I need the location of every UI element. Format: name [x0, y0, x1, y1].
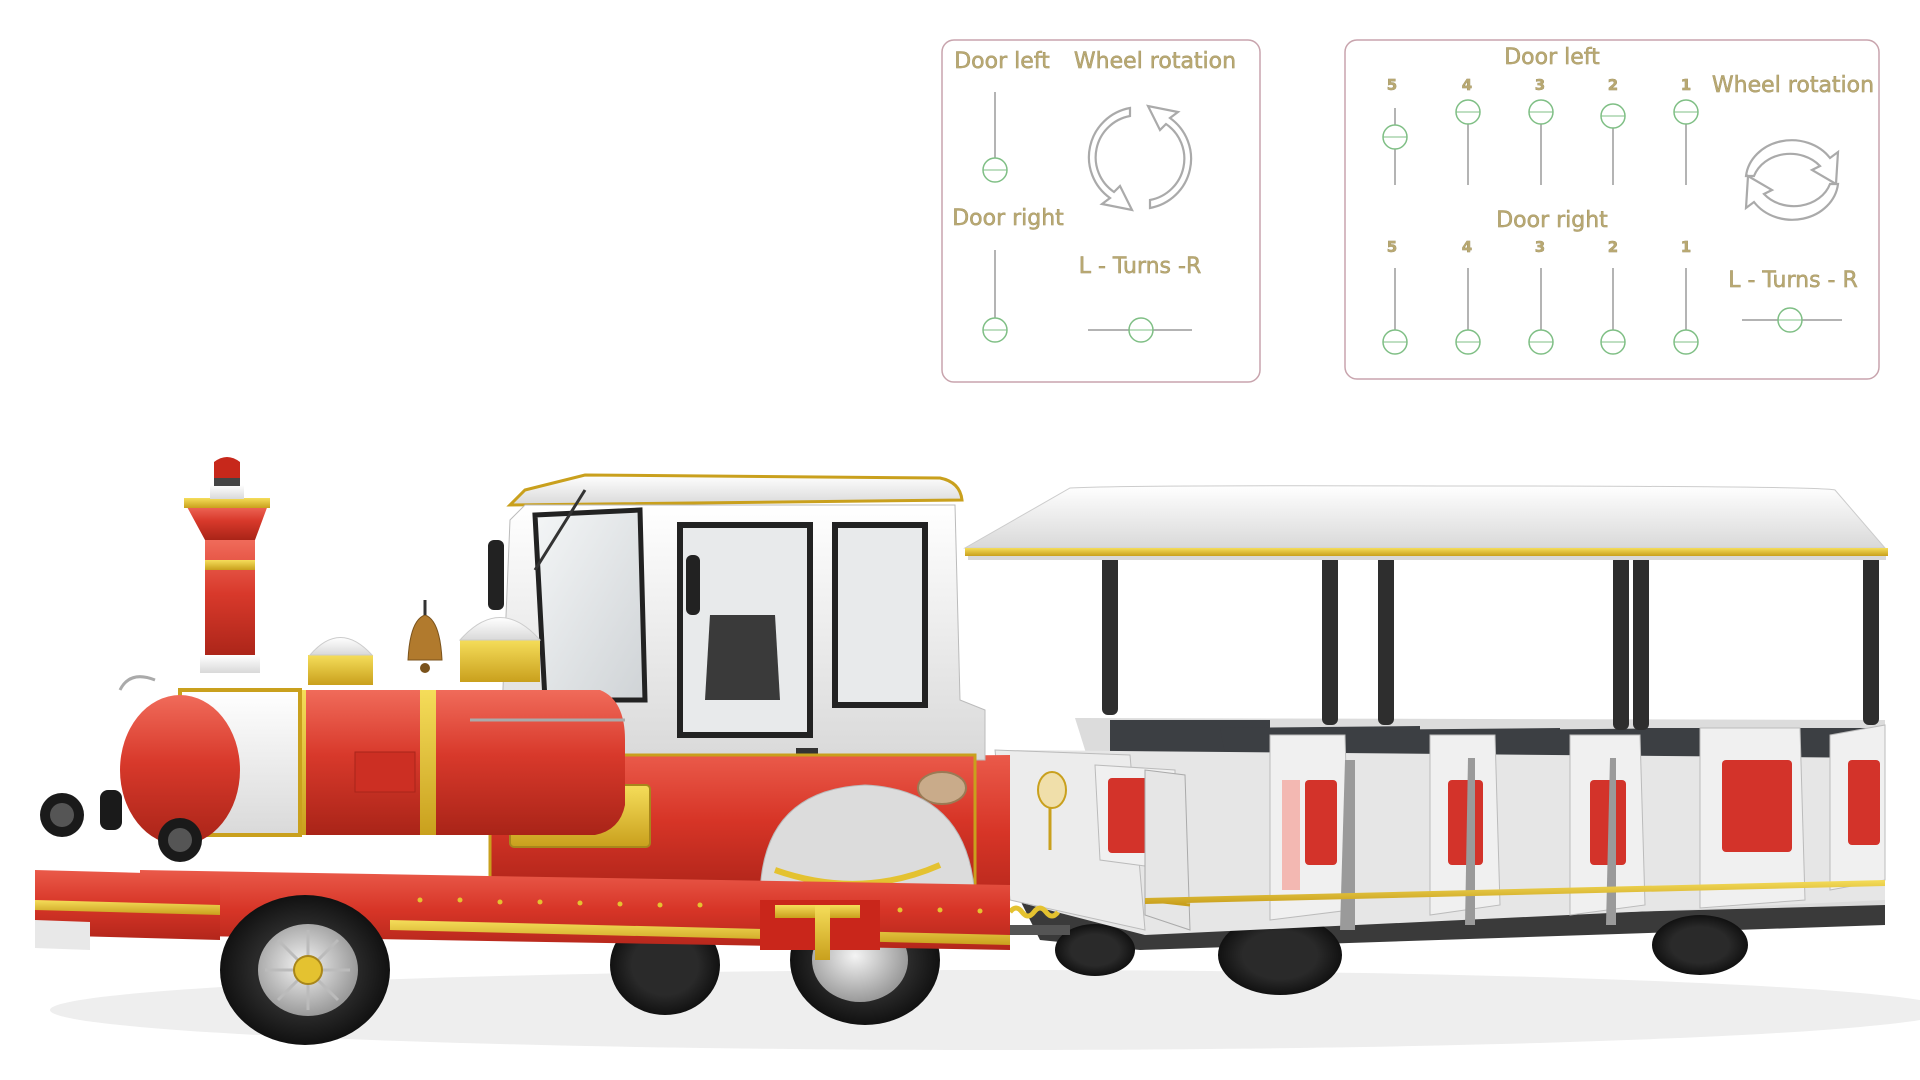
passenger-carriage	[963, 485, 1888, 995]
wheel-rotation-label: Wheel rotation	[1074, 49, 1236, 74]
door-right-slider-5[interactable]	[1382, 268, 1408, 355]
carriage-door-5[interactable]	[1094, 764, 1191, 931]
boiler	[250, 690, 625, 835]
wheel-rotation-control[interactable]	[1744, 139, 1840, 221]
door-left-slider-5[interactable]	[1382, 108, 1408, 185]
carriage-door-4[interactable]	[1269, 734, 1355, 930]
locomotive	[35, 457, 1010, 1045]
door-right-number-5: 5	[1387, 238, 1397, 256]
door-handle	[796, 748, 818, 758]
control-panel-locomotive: Door left Wheel rotation Door right L - …	[941, 39, 1261, 383]
turns-slider[interactable]	[1088, 317, 1192, 343]
right-mirror	[686, 555, 700, 615]
door-left-number-3: 3	[1535, 76, 1545, 94]
door-right-slider-1[interactable]	[1673, 268, 1699, 355]
turns-slider[interactable]	[1742, 307, 1842, 333]
steam-dome	[308, 637, 374, 685]
door-left-slider-3[interactable]	[1528, 99, 1554, 185]
door-left-slider-4[interactable]	[1455, 99, 1481, 185]
door-right-slider-3[interactable]	[1528, 268, 1554, 355]
door-left-number-1: 1	[1681, 76, 1691, 94]
driver-cab	[488, 473, 986, 761]
panel-border	[941, 39, 1261, 383]
turns-label: L - Turns -R	[1079, 254, 1202, 279]
carriage-wheel	[1055, 924, 1135, 976]
boiler-vent	[354, 751, 416, 793]
carriage-door-3[interactable]	[1429, 734, 1501, 925]
door-right-label: Door right	[952, 206, 1064, 231]
door-left-label: Door left	[954, 49, 1050, 74]
carriage-doors[interactable]	[1094, 724, 1886, 931]
carriage-wheel	[1218, 915, 1342, 995]
wheel-hub	[293, 955, 323, 985]
door-left-slider-1[interactable]	[1673, 99, 1699, 185]
carriage-door-2[interactable]	[1569, 734, 1646, 925]
coupler	[1000, 905, 1070, 935]
door-right-number-3: 3	[1535, 238, 1545, 256]
door-right-slider-4[interactable]	[1455, 268, 1481, 355]
rotate-arrows-icon[interactable]	[1087, 104, 1193, 212]
door-left-number-4: 4	[1462, 76, 1472, 94]
chimney	[184, 485, 270, 673]
rotate-arrows-icon[interactable]	[1744, 139, 1840, 221]
wiper	[533, 489, 587, 571]
horn	[100, 790, 122, 830]
control-panel-carriage: Door left Wheel rotation 5 4 3 2 1	[1344, 39, 1880, 380]
cab-emblem	[917, 771, 967, 805]
rivets	[417, 897, 983, 914]
carriage-wheel	[1652, 915, 1748, 975]
cab-side-window	[832, 522, 928, 708]
ground-shadow	[50, 970, 1920, 1050]
door-right-number-1: 1	[1681, 238, 1691, 256]
carriage-door-1[interactable]	[1699, 724, 1886, 909]
left-mirror	[488, 540, 504, 610]
panel-border	[1344, 39, 1880, 380]
wheel-rotation-control[interactable]	[1087, 104, 1193, 212]
door-left-number-5: 5	[1387, 76, 1397, 94]
door-right-number-2: 2	[1608, 238, 1618, 256]
cab-roof	[506, 473, 964, 507]
sand-dome	[458, 617, 542, 682]
door-right-label: Door right	[1496, 208, 1608, 233]
door-right-slider-2[interactable]	[1600, 268, 1626, 355]
carriage-emblem	[1037, 771, 1067, 809]
headlight-right-icon	[158, 818, 202, 862]
wheel-rotation-label: Wheel rotation	[1712, 73, 1874, 98]
door-left-number-2: 2	[1608, 76, 1618, 94]
carriage-gold-trim	[1145, 880, 1885, 904]
door-left-label: Door left	[1504, 45, 1600, 70]
door-right-number-4: 4	[1462, 238, 1472, 256]
door-left-slider[interactable]	[982, 92, 1008, 183]
carriage-roof	[963, 485, 1887, 549]
carriage-roof-posts	[1102, 555, 1879, 730]
turns-label: L - Turns - R	[1728, 268, 1858, 293]
carriage-roof-trim	[965, 548, 1888, 556]
headlight-left-icon	[40, 793, 84, 837]
driver-seat	[705, 615, 780, 700]
door-left-slider-2[interactable]	[1600, 103, 1626, 185]
beacon-light-icon	[214, 457, 240, 486]
cab-windshield	[532, 507, 648, 703]
bell-icon	[407, 600, 443, 673]
door-right-slider[interactable]	[982, 250, 1008, 343]
smokebox	[120, 695, 240, 845]
